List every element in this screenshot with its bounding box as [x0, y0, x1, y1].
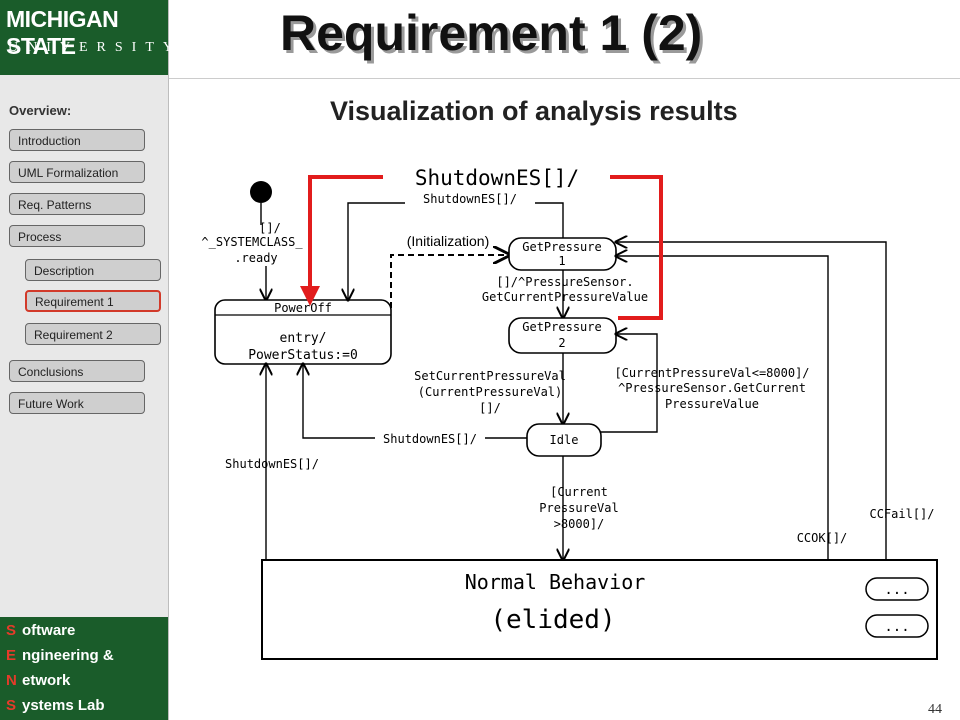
getpressure-2-line2: 2: [558, 336, 565, 350]
initialization-label: (Initialization): [407, 233, 489, 249]
nav-label: Req. Patterns: [18, 198, 92, 212]
nav-label: Conclusions: [18, 365, 84, 379]
substate-dots-1: [865, 577, 929, 601]
idle-shutdown-label: ShutdownES[]/: [383, 432, 477, 446]
nav-requirement-1[interactable]: Requirement 1: [25, 290, 161, 312]
nav-label: Introduction: [18, 134, 81, 148]
slide-subtitle: Visualization of analysis results: [330, 96, 738, 126]
set-label-2: (CurrentPressureVal): [418, 385, 563, 399]
cur-label-1: [Current: [550, 485, 608, 499]
ccok-label: CCOK[]/: [797, 531, 848, 545]
label-mask: [375, 430, 485, 445]
dots-1-label: ...: [884, 582, 909, 598]
nav-introduction[interactable]: Introduction: [9, 129, 145, 151]
overview-label: Overview:: [9, 103, 72, 118]
label-mask: [405, 191, 535, 204]
init-label-1: []/: [259, 221, 281, 235]
poweroff-entry1: entry/: [280, 331, 327, 346]
nav-label: Requirement 1: [35, 295, 114, 309]
set-label-3: []/: [479, 401, 501, 415]
getpressure-1-line1: GetPressure: [522, 240, 601, 254]
logo-line2: UNIVERSITY: [8, 40, 182, 55]
highlight-arrow-left: [300, 175, 383, 306]
ccfail-label: CCFail[]/: [869, 507, 934, 521]
gp-trans-label-2: GetCurrentPressureValue: [482, 290, 648, 304]
nav-label: Description: [34, 264, 95, 278]
idle-to-gp2-transition: [600, 334, 658, 433]
slide-title: Requirement 1 (2): [280, 5, 703, 61]
init-label-2: ^_SYSTEMCLASS_: [201, 235, 303, 249]
getpressure-1-line2: 1: [558, 254, 565, 268]
top-shutdown-label: ShutdownES[]/: [423, 192, 517, 206]
idle-name: Idle: [550, 433, 579, 447]
nav-label: Process: [18, 230, 62, 244]
nav-req-patterns[interactable]: Req. Patterns: [9, 193, 145, 215]
guard-label-2: ^PressureSensor.GetCurrent: [618, 381, 806, 395]
state-normal-behavior: [261, 559, 938, 660]
nav-uml-formalization[interactable]: UML Formalization: [9, 161, 145, 183]
nav-label: Requirement 2: [34, 328, 113, 342]
state-idle: [526, 423, 602, 457]
nav-label: UML Formalization: [18, 166, 119, 180]
nav-conclusions[interactable]: Conclusions: [9, 360, 145, 382]
cur-label-2: PressureVal: [539, 501, 618, 515]
nav-process[interactable]: Process: [9, 225, 145, 247]
nav-label: Future Work: [18, 397, 84, 411]
highlight-bracket-right: [610, 175, 663, 320]
getpressure-2-line1: GetPressure: [522, 320, 601, 334]
initialization-transition: [390, 255, 509, 308]
set-label-1: SetCurrentPressureVal: [414, 369, 566, 383]
guard-label-3: PressureValue: [665, 397, 759, 411]
poweroff-name: PowerOff: [274, 301, 332, 315]
sidebar: MICHIGAN STATE UNIVERSITY Overview: Intr…: [0, 0, 173, 720]
highlight-label: ShutdownES[]/: [415, 166, 579, 190]
title-divider: [169, 78, 960, 79]
ccfail-transition: [616, 242, 887, 578]
initial-state: [250, 181, 272, 203]
page-number: 44: [928, 702, 942, 717]
dots-2-label: ...: [884, 619, 909, 635]
nav-requirement-2[interactable]: Requirement 2: [25, 323, 161, 345]
cur-label-3: >8000]/: [554, 517, 605, 531]
nav-description[interactable]: Description: [25, 259, 161, 281]
nav-future-work[interactable]: Future Work: [9, 392, 145, 414]
poweroff-entry2: PowerStatus:=0: [248, 348, 358, 363]
gp-trans-label-1: []/^PressureSensor.: [496, 275, 633, 289]
guard-label-1: [CurrentPressureVal<=8000]/: [614, 366, 809, 380]
substate-dots-2: [865, 614, 929, 638]
normal-line1: Normal Behavior: [465, 570, 646, 594]
logo-line1: MICHIGAN STATE: [6, 6, 119, 59]
left-shutdown-label: ShutdownES[]/: [225, 457, 319, 471]
normal-line2: (elided): [490, 605, 615, 635]
init-label-3: .ready: [234, 251, 277, 265]
university-logo: MICHIGAN STATE UNIVERSITY: [0, 0, 173, 75]
